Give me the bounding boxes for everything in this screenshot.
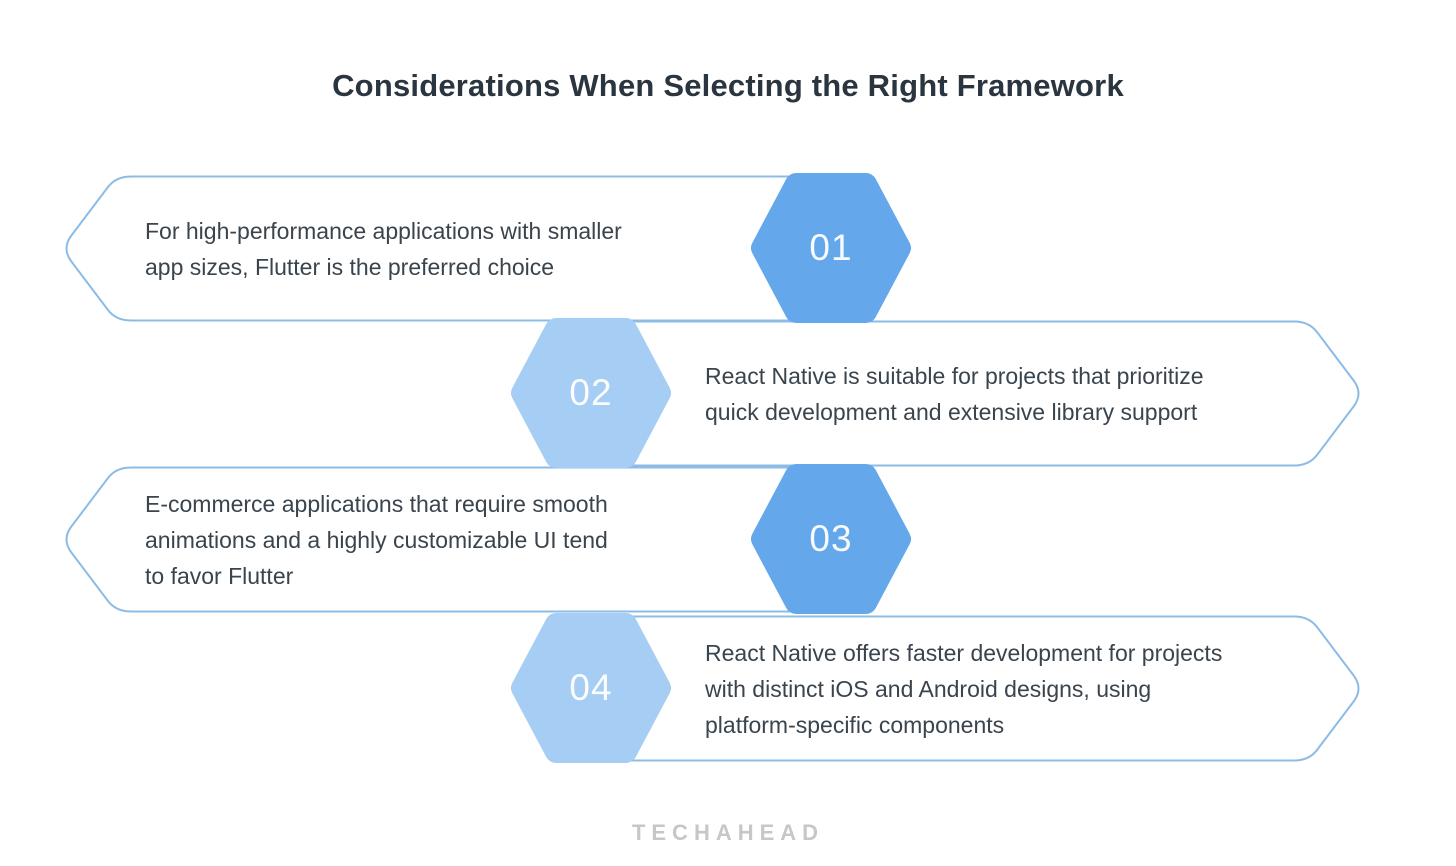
hexagon-icon [751, 464, 911, 614]
step-4-number: 04 [569, 667, 613, 708]
hexagon-badge-04: 04 [508, 613, 674, 763]
banner-step-1 [61, 175, 833, 322]
hexagon-icon [511, 318, 671, 468]
step-3-description: E-commerce applications that require smo… [145, 490, 608, 589]
hexagon-badge-03: 03 [748, 464, 914, 614]
hexagon-badge-02: 02 [508, 318, 674, 468]
banner-step-4 [590, 615, 1364, 762]
step-1-description: For high-performance applications with s… [145, 217, 622, 280]
hexagon-icon [751, 173, 911, 323]
banner-shape-right [592, 615, 1360, 762]
step-2-number: 02 [569, 372, 613, 413]
techahead-logo: TECHAHEAD [631, 820, 825, 845]
page-title: Considerations When Selecting the Right … [332, 68, 1124, 103]
step-2-description: React Native is suitable for projects th… [705, 362, 1204, 425]
hexagon-icon [511, 613, 671, 763]
step-4-description: React Native offers faster development f… [705, 639, 1223, 738]
banner-shape-left [65, 466, 833, 613]
step-1-number: 01 [809, 227, 853, 268]
banner-shape-left [65, 175, 833, 322]
banner-step-2 [590, 320, 1364, 467]
banner-step-3 [61, 466, 833, 613]
step-3-number: 03 [809, 518, 853, 559]
banner-shape-right [592, 320, 1360, 467]
hexagon-badge-01: 01 [748, 173, 914, 323]
